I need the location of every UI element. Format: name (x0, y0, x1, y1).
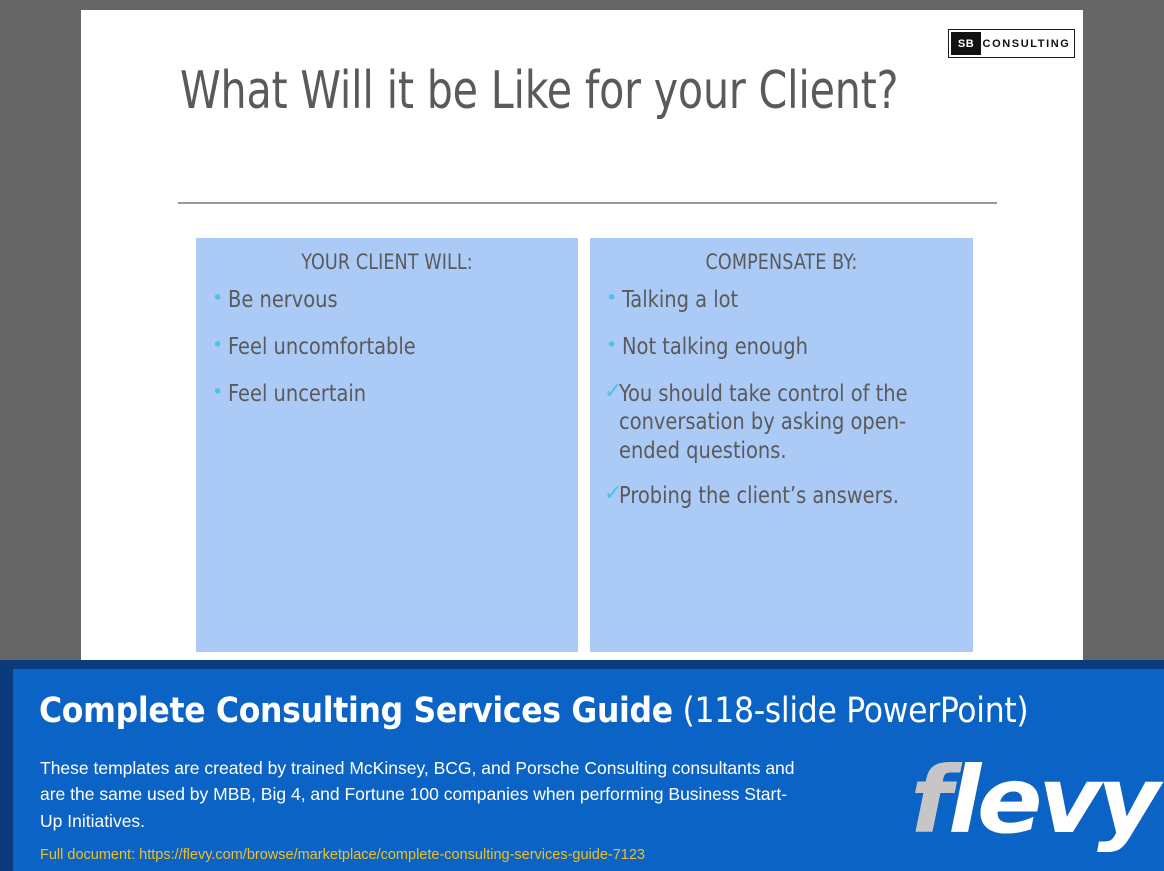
list-item: • Be nervous (196, 286, 578, 315)
list-item-label: Feel uncertain (228, 380, 367, 407)
panel-your-client-will: YOUR CLIENT WILL: • Be nervous • Feel un… (196, 238, 578, 652)
list-item: ✓ You should take control of the convers… (590, 378, 973, 466)
panel-heading-left: YOUR CLIENT WILL: (301, 250, 473, 274)
list-item-label: You should take control of the conversat… (619, 380, 908, 465)
list-compensate-by: • Talking a lot • Not talking enough ✓ Y… (590, 286, 973, 511)
list-item: • Not talking enough (590, 333, 973, 362)
content-panels: YOUR CLIENT WILL: • Be nervous • Feel un… (196, 238, 973, 652)
bullet-dot-icon: • (606, 333, 618, 356)
list-item-label: Not talking enough (622, 333, 808, 360)
list-your-client-will: • Be nervous • Feel uncomfortable • Feel… (196, 286, 578, 408)
bullet-dot-icon: • (212, 333, 224, 356)
promo-banner: Complete Consulting Services Guide (118-… (0, 660, 1164, 871)
check-icon: ✓ (604, 480, 623, 506)
list-item: • Feel uncertain (196, 380, 578, 409)
banner-title-sub: (118-slide PowerPoint) (672, 691, 1029, 731)
logo-monogram: SB (951, 32, 981, 55)
slide-canvas: SB CONSULTING What Will it be Like for y… (81, 10, 1083, 661)
flevy-logo: flevy (910, 755, 1160, 847)
logo-wordmark: CONSULTING (982, 37, 1071, 50)
panel-compensate-by: COMPENSATE BY: • Talking a lot • Not tal… (590, 238, 973, 652)
flevy-logo-f: f (910, 747, 952, 854)
sb-consulting-logo: SB CONSULTING (948, 29, 1075, 58)
panel-heading-right: COMPENSATE BY: (705, 250, 858, 274)
banner-title-main: Complete Consulting Services Guide (39, 691, 673, 731)
flevy-logo-text: levy (948, 747, 1160, 854)
check-icon: ✓ (604, 378, 623, 404)
bullet-dot-icon: • (212, 287, 224, 309)
title-divider (178, 202, 997, 204)
page-title: What Will it be Like for your Client? (180, 61, 899, 121)
bullet-dot-icon: • (212, 380, 224, 403)
banner-document-link[interactable]: Full document: https://flevy.com/browse/… (40, 847, 645, 863)
list-item-label: Probing the client’s answers. (619, 482, 899, 509)
list-item-label: Talking a lot (622, 287, 739, 313)
list-item-label: Be nervous (228, 287, 338, 313)
bullet-dot-icon: • (606, 287, 618, 309)
list-item: ✓ Probing the client’s answers. (590, 480, 973, 511)
list-item-label: Feel uncomfortable (228, 333, 416, 360)
list-item: • Feel uncomfortable (196, 333, 578, 362)
banner-description: These templates are created by trained M… (40, 758, 795, 831)
banner-title: Complete Consulting Services Guide (118-… (39, 691, 1029, 731)
list-item: • Talking a lot (590, 286, 973, 315)
